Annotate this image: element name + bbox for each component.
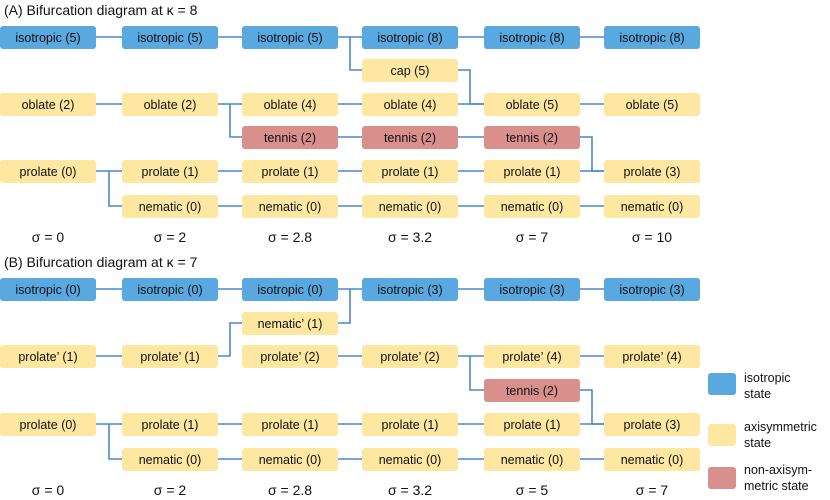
state-box-nematic: nematic (0)	[362, 448, 458, 471]
state-box-prolate: prolate (0)	[0, 160, 96, 183]
legend-text-line: state	[744, 436, 772, 450]
legend-label-axisymmetric: axisymmetric state	[744, 419, 817, 451]
link-b-tennis-to-prolate	[580, 389, 604, 425]
sigma-label: σ = 0	[31, 229, 65, 245]
sigma-label: σ = 7	[635, 482, 669, 498]
link-b-tennis-branch	[469, 356, 484, 391]
state-box-prolate: prolate (3)	[604, 160, 700, 183]
state-box-isotropic: isotropic (3)	[484, 278, 580, 301]
state-box-cap: cap (5)	[362, 59, 458, 82]
legend-text-line: isotropic	[744, 371, 791, 385]
legend-swatch-isotropic	[708, 373, 736, 395]
state-box-oblate: oblate (2)	[0, 93, 96, 116]
state-box-prolate: prolate (1)	[362, 160, 458, 183]
state-box-prolate: prolate (1)	[484, 160, 580, 183]
legend-text-line: non-axisym-	[744, 463, 813, 477]
state-box-nematic: nematic (0)	[122, 195, 218, 218]
state-box-isotropic: isotropic (5)	[242, 26, 338, 49]
state-box-nematic: nematic (0)	[484, 195, 580, 218]
state-box-tennis: tennis (2)	[484, 379, 580, 402]
state-box-tennis: tennis (2)	[242, 126, 338, 149]
state-box-oblate: oblate (4)	[362, 93, 458, 116]
sigma-label: σ = 5	[515, 482, 549, 498]
link-a-nematic-branch	[108, 171, 122, 207]
sigma-label: σ = 3.2	[387, 482, 433, 498]
state-box-isotropic: isotropic (8)	[362, 26, 458, 49]
state-box-oblate: oblate (2)	[122, 93, 218, 116]
state-box-tennis: tennis (2)	[362, 126, 458, 149]
sigma-label: σ = 7	[515, 229, 549, 245]
state-box-prolate-prime: prolate’ (2)	[242, 345, 338, 368]
legend-text-line: metric state	[744, 479, 809, 493]
state-box-isotropic: isotropic (0)	[0, 278, 96, 301]
sigma-label: σ = 2	[153, 482, 187, 498]
state-box-oblate: oblate (5)	[484, 93, 580, 116]
legend-text-line: axisymmetric	[744, 420, 817, 434]
sigma-label: σ = 2.8	[267, 482, 313, 498]
state-box-nematic: nematic (0)	[242, 448, 338, 471]
state-box-prolate: prolate (1)	[122, 160, 218, 183]
state-box-prolate: prolate (1)	[484, 413, 580, 436]
state-box-isotropic: isotropic (0)	[122, 278, 218, 301]
state-box-oblate: oblate (5)	[604, 93, 700, 116]
state-box-nematic: nematic (0)	[604, 195, 700, 218]
state-box-isotropic: isotropic (5)	[0, 26, 96, 49]
state-box-prolate: prolate (3)	[604, 413, 700, 436]
state-box-prolate: prolate (1)	[242, 160, 338, 183]
legend-swatch-non-axisymmetric	[708, 467, 736, 489]
state-box-oblate: oblate (4)	[242, 93, 338, 116]
state-box-isotropic: isotropic (0)	[242, 278, 338, 301]
legend-label-non-axisymmetric: non-axisym- metric state	[744, 462, 812, 494]
state-box-isotropic: isotropic (3)	[604, 278, 700, 301]
state-box-nematic: nematic (0)	[362, 195, 458, 218]
state-box-prolate-prime: prolate’ (4)	[604, 345, 700, 368]
state-box-prolate: prolate (1)	[122, 413, 218, 436]
state-box-isotropic: isotropic (8)	[484, 26, 580, 49]
state-box-prolate-prime: prolate’ (1)	[122, 345, 218, 368]
link-a-cap-to-oblate	[458, 69, 484, 105]
state-box-prolate-prime: prolate’ (4)	[484, 345, 580, 368]
legend-swatch-axisymmetric	[708, 424, 736, 446]
link-a-tennis-branch	[229, 104, 242, 138]
state-box-nematic: nematic (0)	[242, 195, 338, 218]
state-box-nematic: nematic (0)	[484, 448, 580, 471]
state-box-nematic: nematic (0)	[122, 448, 218, 471]
link-b-nematicprime-link	[338, 289, 351, 324]
state-box-prolate: prolate (1)	[242, 413, 338, 436]
state-box-prolate-prime: prolate’ (1)	[0, 345, 96, 368]
sigma-label: σ = 2	[153, 229, 187, 245]
state-box-prolate-prime: prolate’ (2)	[362, 345, 458, 368]
state-box-nematic: nematic (0)	[604, 448, 700, 471]
state-box-isotropic: isotropic (8)	[604, 26, 700, 49]
sigma-label: σ = 10	[631, 229, 673, 245]
state-box-isotropic: isotropic (3)	[362, 278, 458, 301]
state-box-prolate: prolate (1)	[362, 413, 458, 436]
state-box-tennis: tennis (2)	[484, 126, 580, 149]
state-box-nematic-prime: nematic’ (1)	[242, 312, 338, 335]
sigma-label: σ = 2.8	[267, 229, 313, 245]
legend-text-line: state	[744, 387, 772, 401]
link-b-nematic-branch	[108, 424, 122, 460]
sigma-label: σ = 0	[31, 482, 65, 498]
sigma-label: σ = 3.2	[387, 229, 433, 245]
link-a-cap-branch	[349, 37, 362, 71]
panel-a-title: (A) Bifurcation diagram at κ = 8	[4, 2, 198, 18]
legend-label-isotropic: isotropic state	[744, 370, 791, 402]
link-b-pp-branch	[218, 322, 242, 357]
panel-b-title: (B) Bifurcation diagram at κ = 7	[4, 254, 198, 270]
link-a-tennis-to-prolate	[580, 136, 604, 172]
state-box-isotropic: isotropic (5)	[122, 26, 218, 49]
state-box-prolate: prolate (0)	[0, 413, 96, 436]
